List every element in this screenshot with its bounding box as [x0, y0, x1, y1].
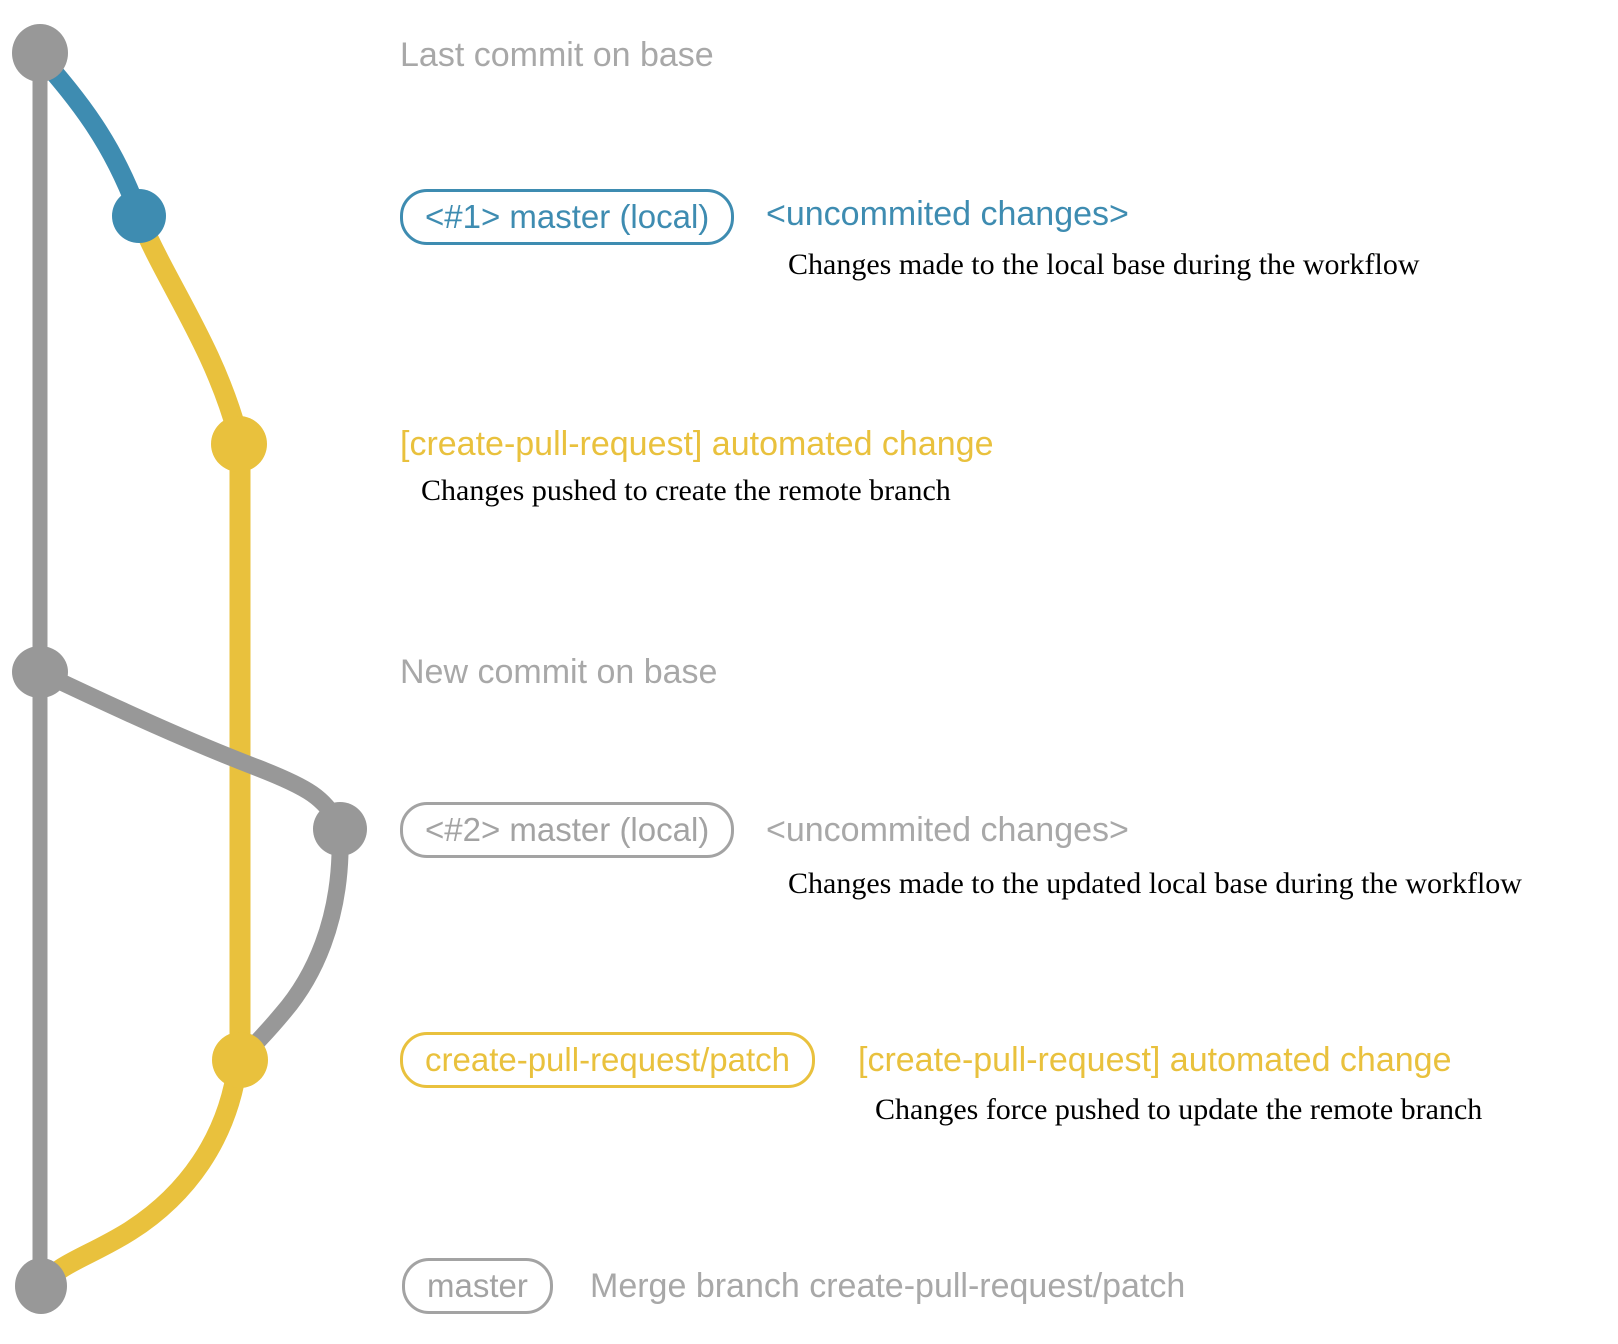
commit-dot-local-1: [112, 189, 166, 243]
commit2-message: <uncommited changes>: [766, 811, 1129, 849]
commit-dot-remote-1: [211, 416, 267, 472]
branch-badge-master-local-1: <#1> master (local): [400, 189, 735, 245]
commit-dot-last-base: [12, 24, 68, 82]
merge-commit-label: Merge branch create-pull-request/patch: [590, 1267, 1186, 1305]
commit-dot-new-base: [12, 646, 68, 698]
commit-dot-local-2: [313, 802, 367, 856]
push1-note: Changes pushed to create the remote bran…: [421, 474, 951, 507]
local-branch-curve-1: [32, 49, 147, 216]
local-branch-curve-2: [36, 664, 346, 827]
commit1-note: Changes made to the local base during th…: [788, 248, 1420, 281]
commit-dot-remote-2: [212, 1032, 268, 1088]
push1-message: [create-pull-request] automated change: [400, 425, 994, 463]
last-commit-label: Last commit on base: [400, 36, 714, 74]
branch-badge-master: master: [402, 1258, 553, 1314]
commit2-note: Changes made to the updated local base d…: [788, 867, 1522, 900]
branch-badge-patch: create-pull-request/patch: [400, 1032, 816, 1088]
force-push-curve: [236, 853, 349, 1063]
remote-branch-curve-1: [132, 220, 247, 435]
branch-badge-master-local-2: <#2> master (local): [400, 802, 735, 858]
commit-graph: [12, 24, 367, 1314]
new-commit-label: New commit on base: [400, 653, 718, 691]
push2-note: Changes force pushed to update the remot…: [875, 1093, 1483, 1126]
commit1-message: <uncommited changes>: [766, 195, 1129, 233]
push2-message: [create-pull-request] automated change: [858, 1041, 1452, 1079]
commit-dot-merge: [15, 1258, 67, 1314]
merge-curve: [36, 1060, 248, 1291]
